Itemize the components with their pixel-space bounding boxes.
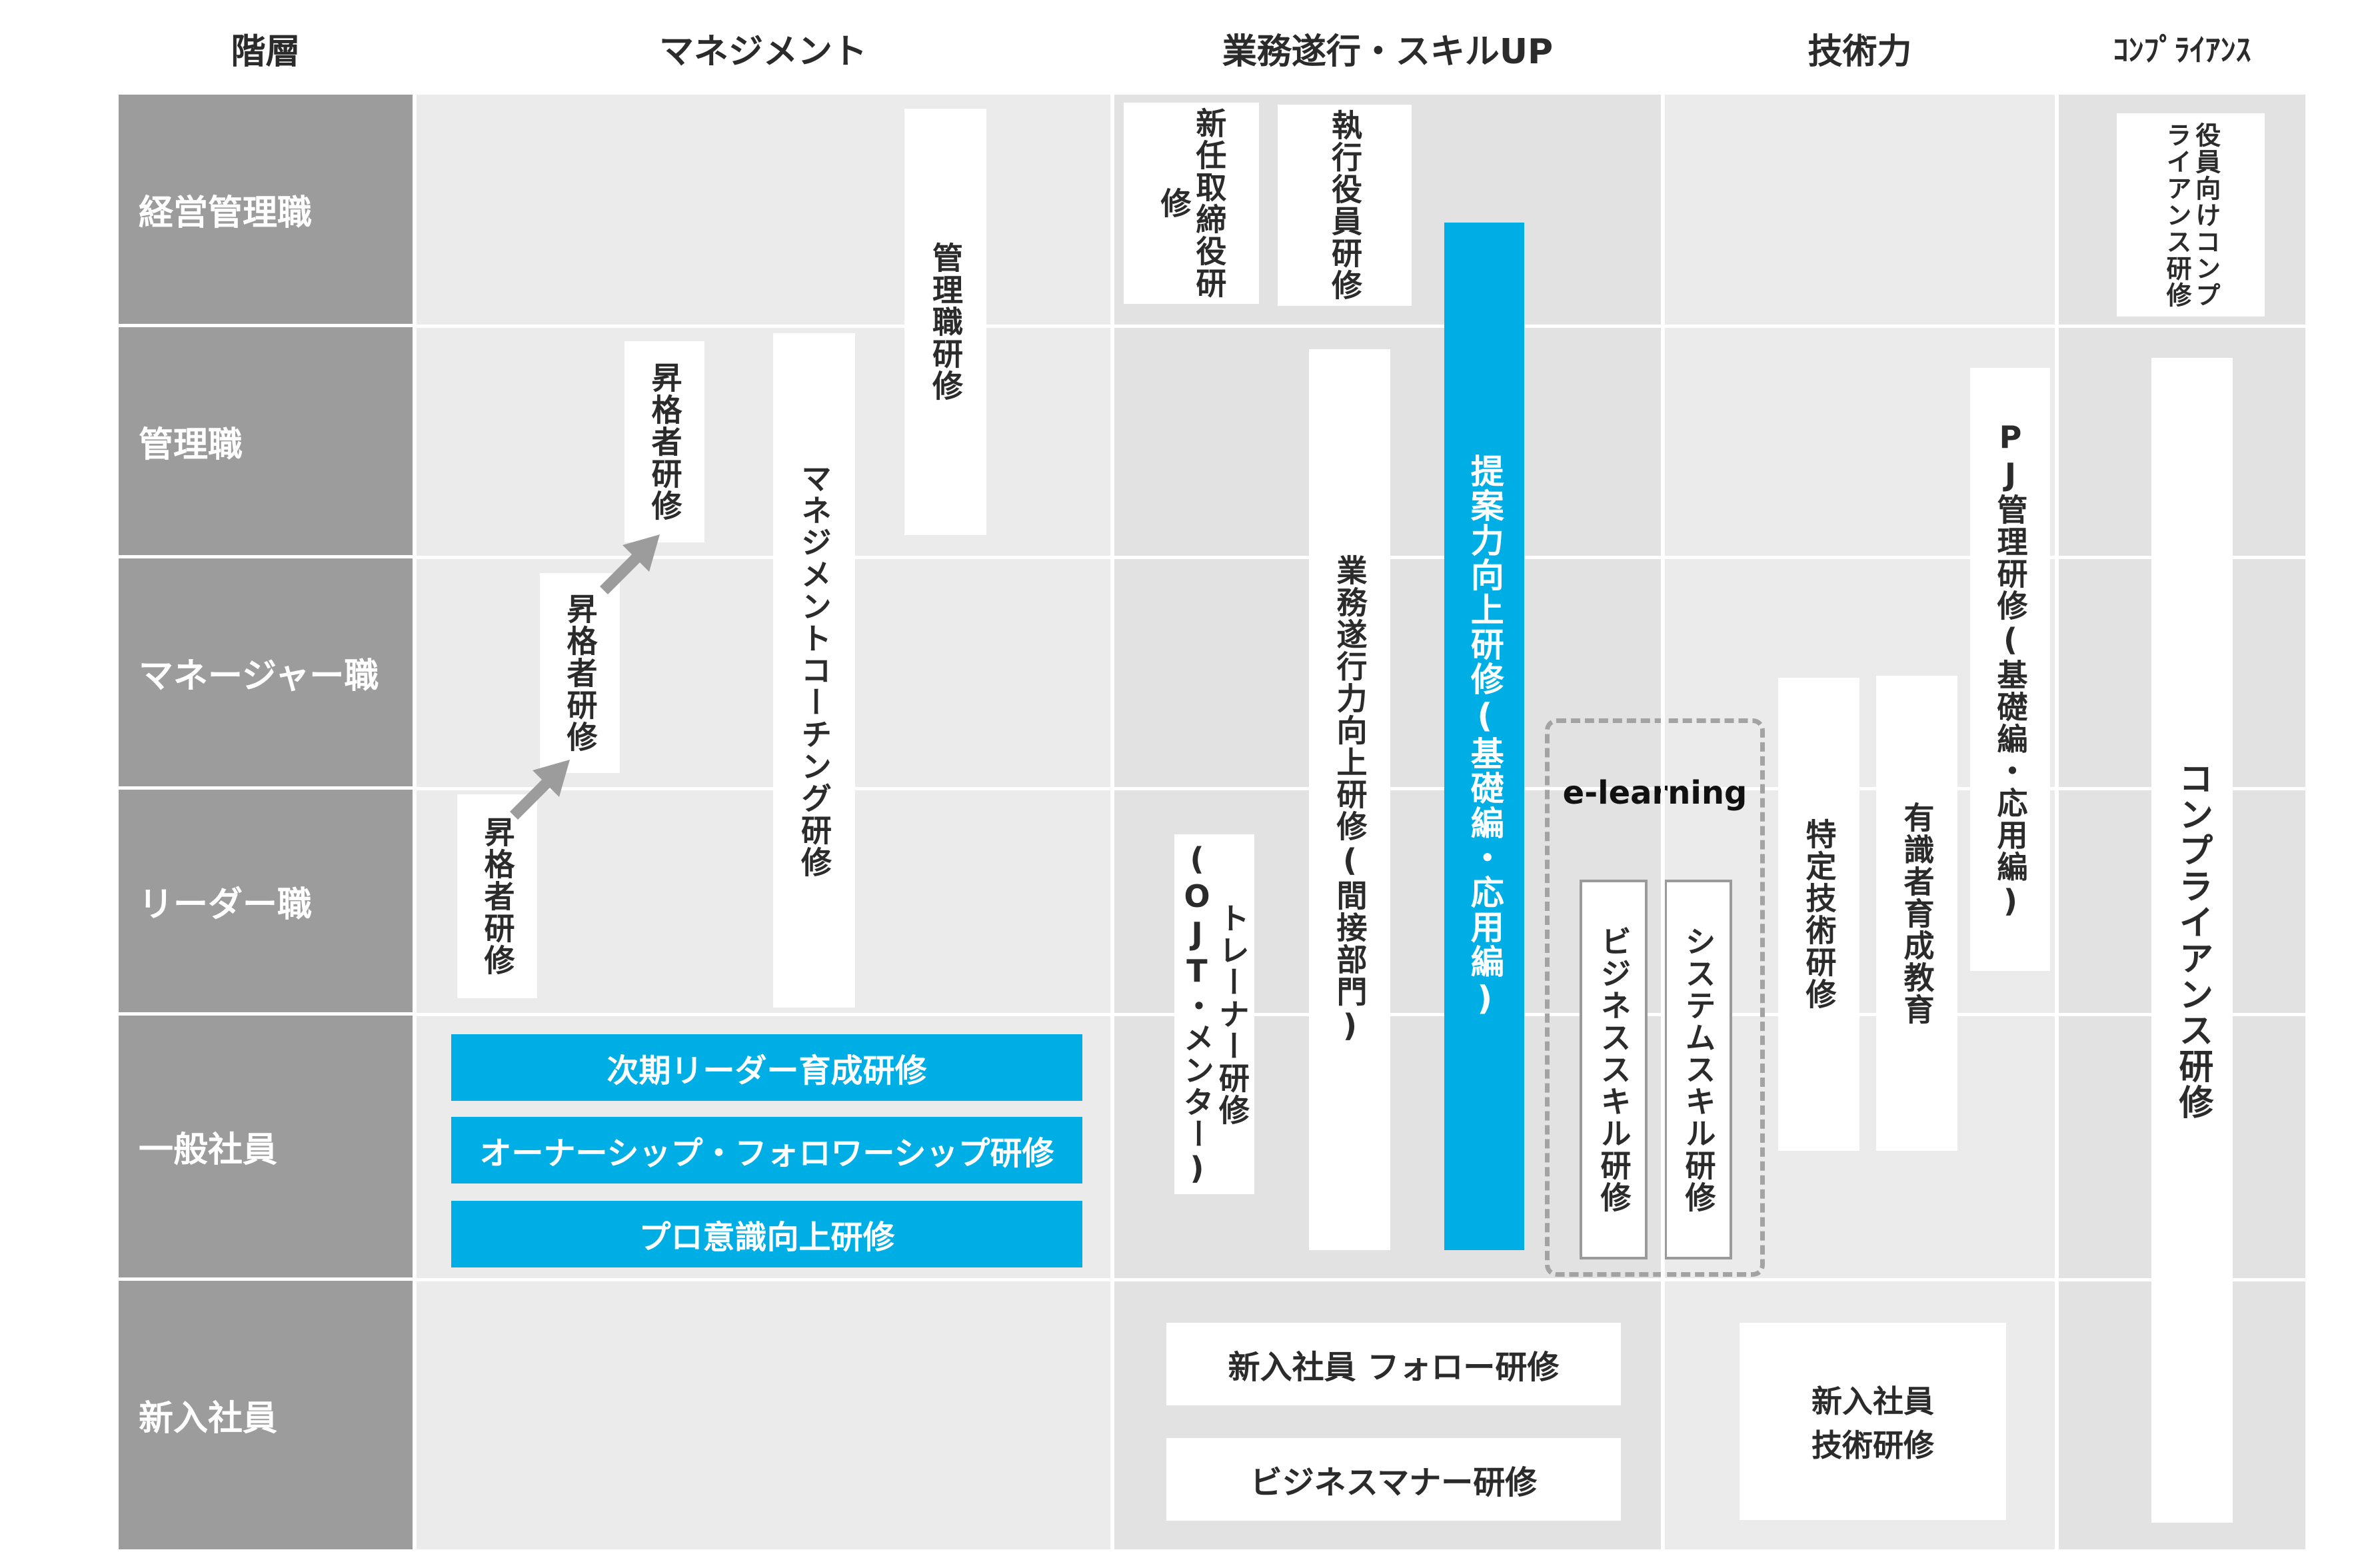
specific-tech-training: 特定技術研修 (1778, 678, 1859, 1151)
column-header-management: マネジメント (658, 31, 867, 72)
row-header-manager: 管理職 (119, 327, 413, 555)
newcomer-tech-training: 新入社員 技術研修 (1740, 1323, 2006, 1520)
row-header-manager-class: マネージャー職 (119, 558, 413, 786)
newcomer-tech-line-2: 技術研修 (1811, 1427, 1934, 1463)
business-skill-training: ビジネススキル研修 (1580, 880, 1648, 1259)
column-separator (1661, 95, 1665, 1549)
column-header-technical: 技術力 (1807, 31, 1912, 72)
executive-compliance-training: 役員向けコンプライアンス研修 (2117, 113, 2265, 317)
business-manner-training: ビジネスマナー研修 (1166, 1438, 1621, 1521)
expert-development: 有識者育成教育 (1876, 676, 1957, 1151)
professional-awareness-training: プロ意識向上研修 (451, 1201, 1082, 1267)
row-separator (417, 325, 2305, 328)
executive-officer-training: 執行役員研修 (1278, 105, 1412, 306)
ownership-followership-training: オーナーシップ・フォロワーシップ研修 (451, 1117, 1082, 1183)
compliance-training: コンプライアンス研修 (2151, 358, 2233, 1523)
next-leader-training: 次期リーダー育成研修 (451, 1034, 1082, 1101)
new-director-training: 新任取締役研修 (1124, 103, 1259, 304)
column-header-business: 業務遂行・スキルUP (1222, 31, 1554, 72)
row-header-general: 一般社員 (119, 1016, 413, 1277)
promotion-training-manager-class: 昇格者研修 (540, 573, 620, 773)
kanrishoku-training: 管理職研修 (904, 109, 986, 535)
newcomer-tech-line-1: 新入社員 (1811, 1383, 1934, 1419)
promotion-training-manager: 昇格者研修 (624, 341, 704, 542)
management-coaching-training: マネジメントコーチング研修 (773, 333, 855, 1008)
column-header-compliance: ｺﾝﾌﾟﾗｲｱﾝｽ (2113, 32, 2251, 68)
arrow-up-right-icon (510, 760, 570, 820)
row-header-executive: 経営管理職 (119, 95, 413, 324)
elearning-group (1545, 718, 1765, 1277)
proposal-skill-training: 提案力向上研修(基礎編・応用編) (1444, 223, 1524, 1250)
newcomer-follow-training: 新入社員 フォロー研修 (1166, 1323, 1621, 1405)
column-separator (1110, 95, 1114, 1549)
elearning-label: e-learning (1562, 774, 1748, 812)
column-header-hierarchy: 階層 (231, 31, 301, 72)
trainer-training: トレーナー研修(OJT・メンター) (1174, 834, 1254, 1194)
row-header-leader: リーダー職 (119, 790, 413, 1012)
column-separator (2055, 95, 2059, 1549)
column-separator (413, 95, 417, 1549)
row-header-newcomer: 新入社員 (119, 1281, 413, 1549)
promotion-training-leader: 昇格者研修 (457, 794, 537, 998)
pj-management-training: PJ管理研修(基礎編・応用編) (1970, 368, 2050, 971)
row-separator (417, 1278, 2305, 1281)
system-skill-training: システムスキル研修 (1664, 880, 1732, 1259)
arrow-up-right-icon (600, 534, 660, 594)
execution-skill-training: 業務遂行力向上研修(間接部門) (1309, 349, 1390, 1250)
